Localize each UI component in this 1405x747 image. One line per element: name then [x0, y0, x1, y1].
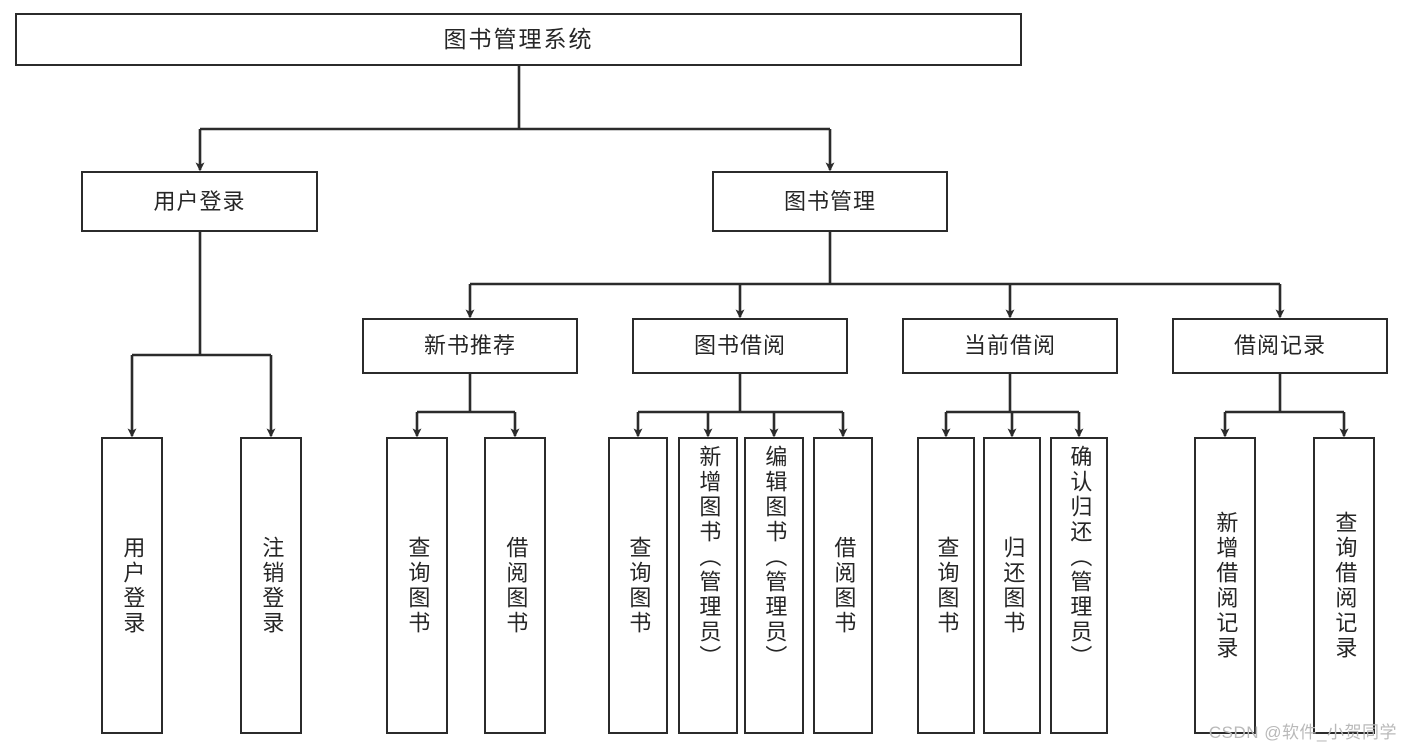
- node-login[interactable]: 用户登录: [81, 171, 318, 232]
- node-label: 图书管理系统: [443, 26, 594, 53]
- node-borrow[interactable]: 图书借阅: [632, 318, 848, 374]
- node-label: 查询图书: [934, 535, 960, 636]
- node-leaf-nb-borrow[interactable]: 借阅图书: [484, 437, 546, 734]
- watermark-label: CSDN @软件_小贺同学: [1208, 723, 1397, 742]
- node-leaf-bk-add[interactable]: 新增图书（管理员）: [678, 437, 738, 734]
- node-leaf-cur-return[interactable]: 归还图书: [983, 437, 1041, 734]
- node-label: 新书推荐: [423, 333, 516, 359]
- node-label: 借阅记录: [1233, 333, 1326, 359]
- node-newbook[interactable]: 新书推荐: [362, 318, 578, 374]
- node-leaf-bk-query[interactable]: 查询图书: [608, 437, 668, 734]
- node-records[interactable]: 借阅记录: [1172, 318, 1388, 374]
- node-leaf-user-login[interactable]: 用户登录: [101, 437, 163, 734]
- node-label: 注销登录: [259, 535, 285, 636]
- node-leaf-cur-confirm[interactable]: 确认归还（管理员）: [1050, 437, 1108, 734]
- node-label: 归还图书: [1000, 535, 1026, 636]
- node-label: 用户登录: [120, 535, 146, 636]
- node-leaf-nb-query[interactable]: 查询图书: [386, 437, 448, 734]
- node-label: 新增图书（管理员）: [696, 445, 722, 670]
- node-label: 查询图书: [626, 535, 652, 636]
- node-label: 确认归还（管理员）: [1067, 445, 1093, 670]
- node-leaf-rec-add[interactable]: 新增借阅记录: [1194, 437, 1256, 734]
- node-leaf-bk-edit[interactable]: 编辑图书（管理员）: [744, 437, 804, 734]
- node-label: 借阅图书: [831, 535, 857, 636]
- node-sys[interactable]: 图书管理系统: [15, 13, 1022, 66]
- node-leaf-bk-borrow[interactable]: 借阅图书: [813, 437, 873, 734]
- node-label: 查询图书: [405, 535, 431, 636]
- node-label: 图书管理: [783, 188, 876, 214]
- node-leaf-user-logout[interactable]: 注销登录: [240, 437, 302, 734]
- node-bookmgmt[interactable]: 图书管理: [712, 171, 948, 232]
- node-current[interactable]: 当前借阅: [902, 318, 1118, 374]
- node-leaf-cur-query[interactable]: 查询图书: [917, 437, 975, 734]
- node-label: 查询借阅记录: [1332, 510, 1358, 661]
- node-label: 借阅图书: [503, 535, 529, 636]
- node-leaf-rec-query[interactable]: 查询借阅记录: [1313, 437, 1375, 734]
- node-label: 编辑图书（管理员）: [762, 445, 788, 670]
- node-label: 当前借阅: [963, 333, 1056, 359]
- node-label: 新增借阅记录: [1213, 510, 1239, 661]
- node-label: 图书借阅: [693, 333, 786, 359]
- node-label: 用户登录: [153, 188, 246, 214]
